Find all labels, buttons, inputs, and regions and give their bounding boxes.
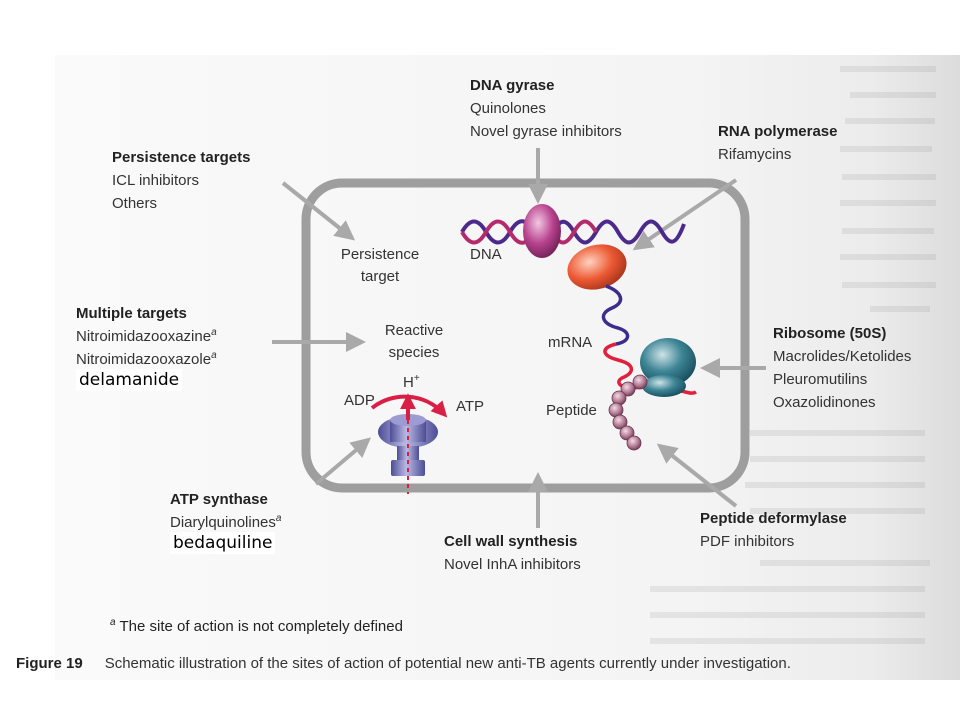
arrow-rna-polymerase [632, 178, 738, 251]
label-atp-synthase-line-1: Diarylquinolines [170, 514, 276, 531]
inner-h-plus-label: H+ [403, 372, 420, 394]
label-dna-gyrase-line-1: Quinolones [470, 100, 546, 117]
mrna-strand-purple [601, 284, 630, 346]
dna-strand-b [460, 219, 534, 245]
label-ribosome: Ribosome (50S) Macrolides/Ketolides Pleu… [773, 322, 911, 414]
label-multiple-targets: Multiple targets Nitroimidazooxazinea Ni… [76, 302, 217, 371]
label-ribosome-line-1: Macrolides/Ketolides [773, 348, 912, 365]
label-cell-wall-synthesis: Cell wall synthesis Novel InhA inhibitor… [444, 530, 581, 576]
annotation-bedaquiline: bedaquiline [170, 532, 276, 554]
label-peptide-deformylase-heading: Peptide deformylase [700, 510, 847, 527]
footnote-marker: a [211, 327, 217, 338]
label-ribosome-heading: Ribosome (50S) [773, 325, 887, 342]
footnote-marker: a [211, 350, 217, 361]
label-dna-gyrase: DNA gyrase Quinolones Novel gyrase inhib… [470, 74, 622, 143]
inner-reactive-line-1: Reactive [384, 322, 444, 339]
peptide-chain [608, 374, 648, 451]
label-multiple-heading: Multiple targets [76, 305, 187, 322]
label-atp-synthase-heading: ATP synthase [170, 491, 268, 508]
label-multiple-line-1: Nitroimidazooxazine [76, 328, 212, 345]
inner-reactive-species: Reactive species [362, 320, 466, 364]
label-persistence-line-2: Others [112, 195, 158, 212]
label-atp-synthase: ATP synthase Diarylquinolinesa [170, 488, 281, 534]
label-multiple-line-2: Nitroimidazooxazole [76, 351, 212, 368]
footnote: a The site of action is not completely d… [110, 617, 403, 636]
figure-number: Figure 19 [16, 655, 83, 672]
label-rna-polymerase-line-1: Rifamycins [718, 146, 792, 163]
inner-reactive-line-2: species [388, 344, 440, 361]
inner-persistence-line-2: target [360, 268, 400, 285]
footnote-marker: a [275, 513, 282, 524]
dna-strand-a [460, 219, 534, 245]
label-rna-polymerase: RNA polymerase Rifamycins [718, 120, 838, 166]
label-cell-wall-heading: Cell wall synthesis [444, 533, 578, 550]
ribosome-small-subunit [642, 375, 686, 397]
inner-peptide-label: Peptide [546, 402, 597, 419]
dna-gyrase-enzyme [523, 204, 561, 258]
ribosome-large-subunit [640, 338, 696, 386]
label-persistence-line-1: ICL inhibitors [112, 172, 199, 189]
inner-h-plus-sup: + [413, 373, 420, 384]
label-rna-polymerase-heading: RNA polymerase [718, 123, 838, 140]
inner-h-label: H [403, 374, 414, 391]
label-peptide-deformylase: Peptide deformylase PDF inhibitors [700, 507, 847, 553]
inner-mrna-label: mRNA [548, 334, 593, 351]
caption-text: Schematic illustration of the sites of a… [104, 655, 791, 672]
label-persistence-heading: Persistence targets [112, 149, 251, 166]
label-peptide-deformylase-line-1: PDF inhibitors [700, 533, 795, 550]
inner-atp-label: ATP [456, 398, 485, 415]
inner-persistence-line-1: Persistence [340, 246, 420, 263]
label-cell-wall-line-1: Novel InhA inhibitors [444, 556, 581, 573]
arrow-persistence [281, 181, 356, 241]
figure-caption: Figure 19 Schematic illustration of the s… [16, 655, 791, 672]
rna-polymerase-enzyme [567, 244, 627, 290]
label-dna-gyrase-line-2: Novel gyrase inhibitors [470, 123, 622, 140]
arrow-peptide-deformylase [656, 443, 738, 508]
label-ribosome-line-3: Oxazolidinones [773, 394, 876, 411]
scanned-page-background [55, 55, 960, 680]
inner-dna-label: DNA [470, 246, 502, 263]
cell-membrane [301, 178, 750, 493]
footnote-text: The site of action is not completely def… [119, 618, 403, 635]
label-ribosome-line-2: Pleuromutilins [773, 371, 868, 388]
annotation-delamanide: delamanide [76, 369, 183, 391]
label-persistence-targets: Persistence targets ICL inhibitors Other… [112, 146, 250, 215]
label-dna-gyrase-heading: DNA gyrase [470, 77, 555, 94]
arrow-atp-synthase [314, 437, 372, 486]
footnote-sup: a [110, 617, 116, 628]
inner-adp-label: ADP [344, 392, 375, 409]
inner-persistence-target: Persistence target [328, 244, 432, 288]
